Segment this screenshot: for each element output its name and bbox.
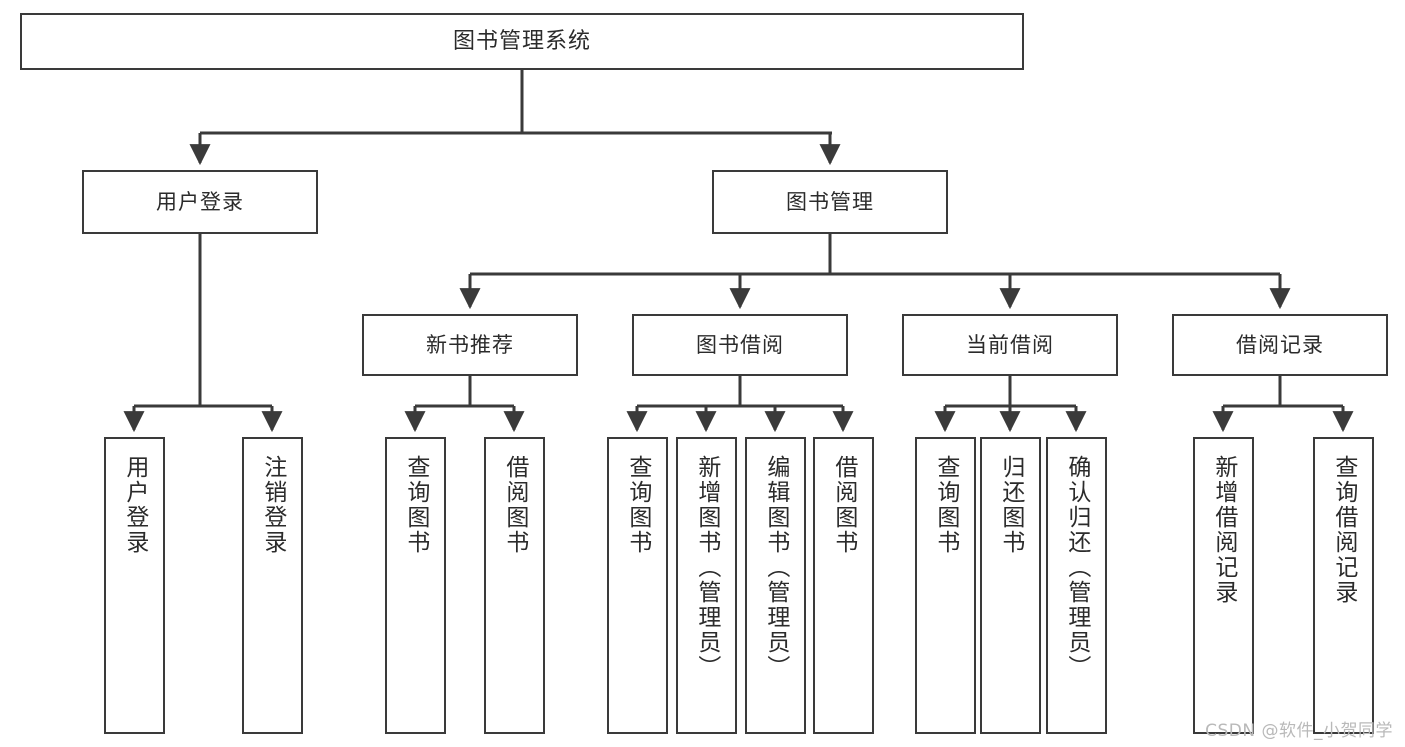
- node-label: 新书推荐: [426, 332, 514, 357]
- node-label: 借阅图书: [830, 455, 857, 555]
- node-current-borrow[interactable]: 当前借阅: [902, 314, 1118, 376]
- node-label: 编辑图书（管理员）: [762, 455, 789, 680]
- leaf-query-book-current[interactable]: 查询图书: [915, 437, 976, 734]
- node-label: 查询借阅记录: [1330, 455, 1357, 605]
- node-label: 借阅图书: [501, 455, 528, 555]
- edge-group-current-borrow: [934, 376, 1087, 433]
- node-label: 新增借阅记录: [1210, 455, 1237, 605]
- node-label: 归还图书: [997, 455, 1024, 555]
- node-book-borrow[interactable]: 图书借阅: [632, 314, 848, 376]
- node-label: 用户登录: [156, 189, 244, 214]
- node-label: 用户登录: [121, 455, 148, 555]
- node-label: 借阅记录: [1236, 332, 1324, 357]
- leaf-logout[interactable]: 注销登录: [242, 437, 303, 734]
- leaf-return-book[interactable]: 归还图书: [980, 437, 1041, 734]
- edge-group-book-borrow: [626, 376, 854, 433]
- edge-group-new-book-rec: [404, 376, 525, 433]
- leaf-user-login[interactable]: 用户登录: [104, 437, 165, 734]
- leaf-borrow-book[interactable]: 借阅图书: [813, 437, 874, 734]
- node-new-book-recommend[interactable]: 新书推荐: [362, 314, 578, 376]
- node-label: 图书管理系统: [452, 28, 591, 54]
- node-user-login[interactable]: 用户登录: [82, 170, 318, 234]
- leaf-add-book-admin[interactable]: 新增图书（管理员）: [676, 437, 737, 734]
- node-label: 查询图书: [624, 455, 651, 555]
- node-label: 图书管理: [786, 189, 874, 214]
- node-label: 注销登录: [259, 455, 286, 555]
- node-label: 新增图书（管理员）: [693, 455, 720, 680]
- leaf-query-book-recommend[interactable]: 查询图书: [385, 437, 446, 734]
- leaf-query-borrow-record[interactable]: 查询借阅记录: [1313, 437, 1374, 734]
- node-label: 查询图书: [402, 455, 429, 555]
- node-label: 当前借阅: [966, 332, 1054, 357]
- leaf-confirm-return-admin[interactable]: 确认归还（管理员）: [1046, 437, 1107, 734]
- node-root-system[interactable]: 图书管理系统: [20, 13, 1024, 70]
- leaf-borrow-book-recommend[interactable]: 借阅图书: [484, 437, 545, 734]
- leaf-edit-book-admin[interactable]: 编辑图书（管理员）: [745, 437, 806, 734]
- csdn-watermark: CSDN @软件_小贺同学: [1205, 721, 1393, 741]
- edge-group-user-login: [123, 234, 283, 433]
- node-label: 确认归还（管理员）: [1063, 455, 1090, 680]
- edge-group-root: [189, 70, 841, 166]
- node-label: 查询图书: [932, 455, 959, 555]
- edge-group-book-manage: [459, 234, 1291, 310]
- leaf-query-book-borrow[interactable]: 查询图书: [607, 437, 668, 734]
- edge-group-borrow-record: [1212, 376, 1354, 433]
- node-borrow-record[interactable]: 借阅记录: [1172, 314, 1388, 376]
- node-label: 图书借阅: [696, 332, 784, 357]
- node-book-manage[interactable]: 图书管理: [712, 170, 948, 234]
- leaf-add-borrow-record[interactable]: 新增借阅记录: [1193, 437, 1254, 734]
